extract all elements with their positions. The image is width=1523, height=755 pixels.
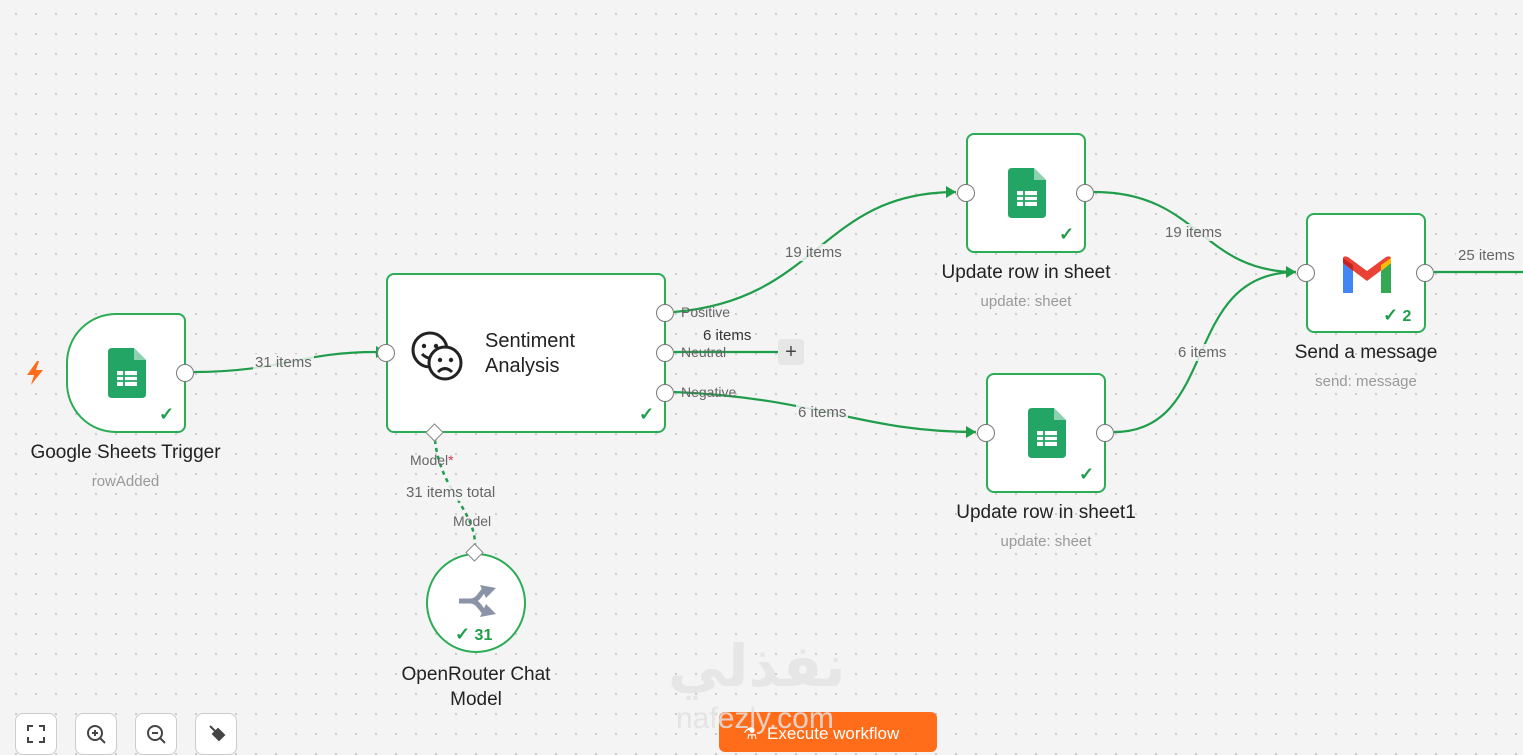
arrowhead xyxy=(1286,266,1296,278)
node-title: Send a message xyxy=(1294,342,1438,363)
node-title: Update row in sheet1 xyxy=(956,502,1136,523)
arrowhead xyxy=(946,186,956,198)
input-port[interactable] xyxy=(977,424,995,442)
edge-label-total: 31 items total xyxy=(404,484,498,501)
output-port-neutral[interactable] xyxy=(656,344,674,362)
output-port[interactable] xyxy=(1076,184,1094,202)
fit-view-icon xyxy=(27,725,45,743)
node-google-sheets-trigger[interactable]: ✓ xyxy=(66,313,194,433)
success-check-icon: ✓ xyxy=(159,404,175,424)
node-subtitle: update: sheet xyxy=(1000,533,1092,550)
output-label-negative: Negative xyxy=(681,384,737,400)
node-sentiment-analysis[interactable]: Sentiment Analysis ✓ xyxy=(377,273,674,433)
node-title: OpenRouter Chat Model xyxy=(401,664,551,710)
edge-label-items: 6 items xyxy=(1176,344,1229,361)
model-connector-label: Model xyxy=(453,513,492,529)
google-sheets-icon xyxy=(1008,168,1046,218)
edge-label-items: 19 items xyxy=(1163,224,1224,241)
input-port[interactable] xyxy=(957,184,975,202)
sentiment-faces-icon xyxy=(411,331,463,381)
watermark-latin: nafezly.com xyxy=(676,702,834,735)
output-label-positive: Positive xyxy=(681,304,731,320)
fit-view-button[interactable] xyxy=(15,713,57,755)
input-port[interactable] xyxy=(377,344,395,362)
add-node-button[interactable]: + xyxy=(778,339,804,365)
output-label-neutral: Neutral xyxy=(681,344,727,360)
google-sheets-icon xyxy=(1028,408,1066,458)
watermark-arabic: نفذلي xyxy=(668,632,846,700)
run-count-badge: ✓ 2 xyxy=(1383,305,1412,325)
success-check-icon: ✓ xyxy=(1059,224,1075,244)
edge-label-items: 31 items xyxy=(253,354,314,371)
input-port[interactable] xyxy=(1297,264,1315,282)
edge-label-items: 19 items xyxy=(783,244,844,261)
node-title: Update row in sheet xyxy=(941,262,1111,283)
success-check-icon: ✓ xyxy=(1383,305,1399,325)
connections-layer xyxy=(193,186,1523,546)
node-title: Google Sheets Trigger xyxy=(30,442,221,463)
node-openrouter-chat-model[interactable]: ✓ 31 xyxy=(426,553,526,653)
edge-label-items: 25 items xyxy=(1456,247,1517,264)
output-port[interactable] xyxy=(176,364,194,382)
zoom-out-button[interactable] xyxy=(135,713,177,755)
output-port[interactable] xyxy=(1416,264,1434,282)
node-update-row-in-sheet1[interactable]: ✓ xyxy=(977,373,1114,493)
node-send-a-message[interactable]: ✓ 2 xyxy=(1297,213,1434,333)
required-mark: * xyxy=(448,452,454,468)
edge-label-items: 6 items xyxy=(703,327,752,344)
edge-label-items: 6 items xyxy=(796,404,849,421)
tidy-up-button[interactable] xyxy=(195,713,237,755)
success-check-icon: ✓ xyxy=(455,624,471,644)
run-count-badge: ✓ 31 xyxy=(455,624,493,644)
success-check-icon: ✓ xyxy=(639,404,655,424)
node-title: Sentiment Analysis xyxy=(485,330,576,377)
google-sheets-icon xyxy=(108,348,146,398)
output-port-positive[interactable] xyxy=(656,304,674,322)
model-input-label: Model* xyxy=(410,452,454,468)
node-subtitle: send: message xyxy=(1315,373,1417,390)
node-subtitle: update: sheet xyxy=(980,293,1072,310)
zoom-in-button[interactable] xyxy=(75,713,117,755)
success-check-icon: ✓ xyxy=(1079,464,1095,484)
broom-icon xyxy=(209,725,226,742)
gmail-icon xyxy=(1343,256,1391,293)
node-subtitle: rowAdded xyxy=(91,473,160,490)
arrowhead xyxy=(966,426,976,438)
node-update-row-in-sheet[interactable]: ✓ xyxy=(957,133,1094,253)
bolt-icon xyxy=(27,361,43,385)
output-port[interactable] xyxy=(1096,424,1114,442)
zoom-in-icon xyxy=(87,725,106,744)
openrouter-icon xyxy=(459,585,496,617)
output-port-negative[interactable] xyxy=(656,384,674,402)
zoom-out-icon xyxy=(147,725,166,744)
